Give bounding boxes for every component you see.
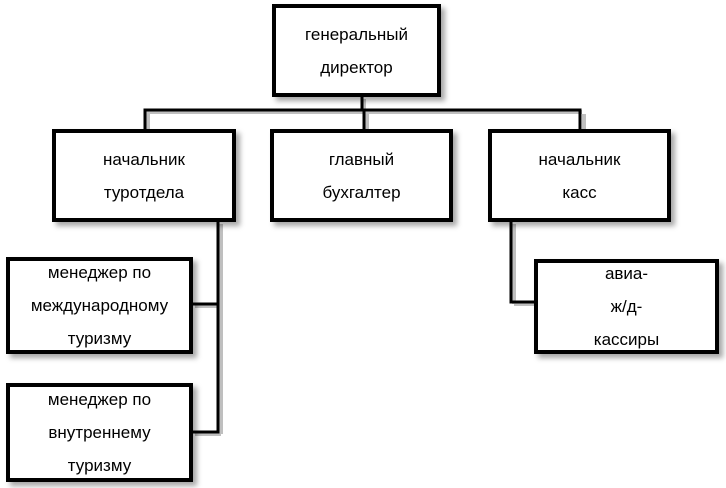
node-ticket-office-head: начальник касс [488, 129, 671, 222]
node-label: авиа- ж/д- кассиры [593, 264, 660, 349]
node-label: начальник касс [538, 149, 621, 202]
node-chief-accountant: главный бухгалтер [270, 129, 453, 222]
node-label: менеджер по внутреннему туризму [47, 390, 152, 475]
node-label: начальник туротдела [103, 149, 185, 202]
node-intl-tourism-manager: менеджер по международному туризму [6, 257, 193, 354]
node-general-director: генеральный директор [272, 4, 441, 97]
node-cashiers: авиа- ж/д- кассиры [534, 259, 719, 354]
node-label: менеджер по международному туризму [30, 263, 169, 348]
node-label: главный бухгалтер [322, 149, 401, 202]
node-domestic-tourism-manager: менеджер по внутреннему туризму [6, 383, 193, 482]
node-tour-dept-head: начальник туротдела [52, 129, 236, 222]
node-label: генеральный директор [305, 24, 408, 77]
